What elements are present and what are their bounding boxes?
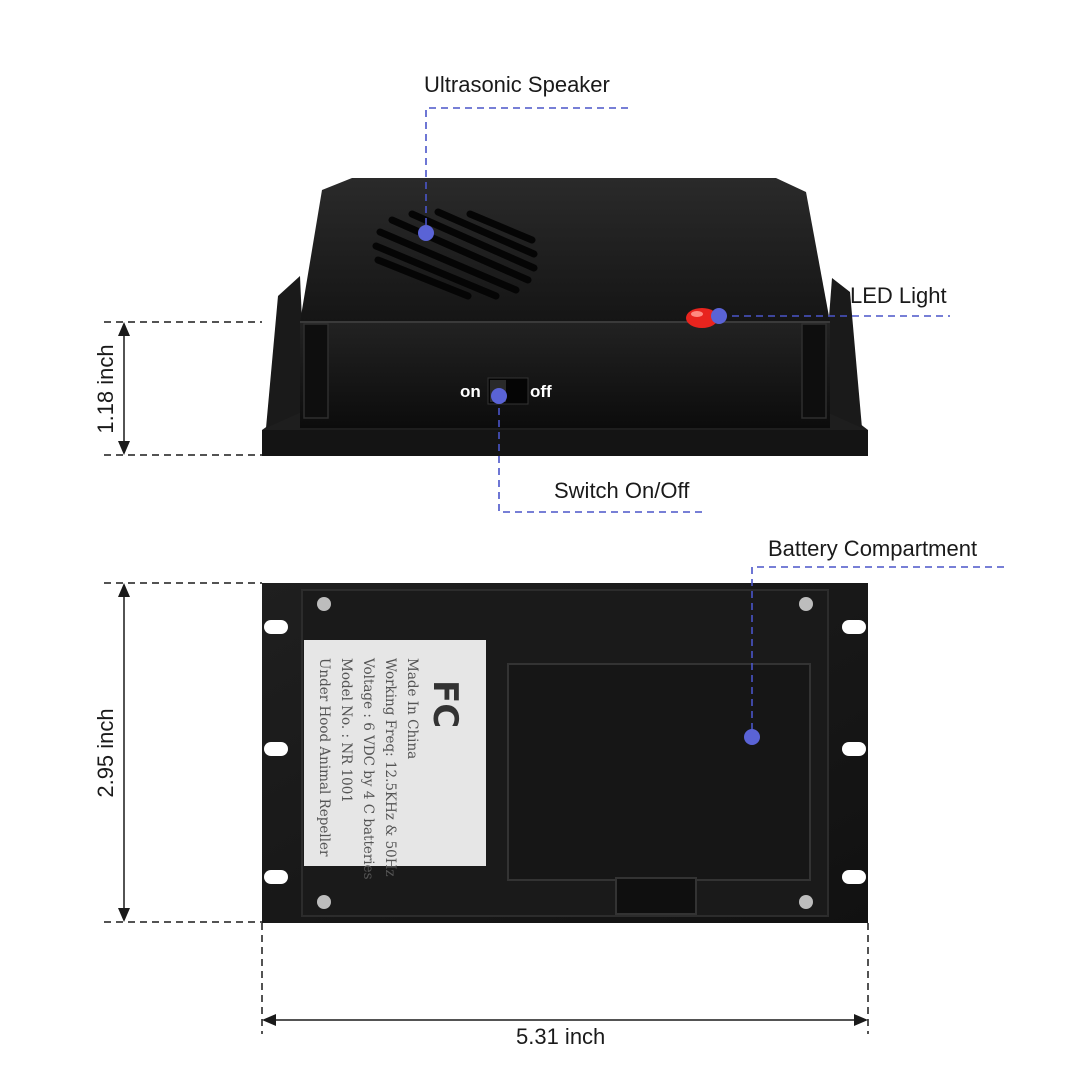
dimension-lines (104, 321, 869, 1034)
callout-led-light: LED Light (850, 283, 947, 308)
switch-off-label: off (530, 382, 552, 401)
device-top-face (300, 178, 830, 322)
label-plate (304, 640, 486, 866)
plate-line-3: Voltage : 6 VDC by 4 C batteries (360, 658, 376, 880)
plate-line-1: Under Hood Animal Repeller (316, 658, 332, 857)
device-front-view (262, 178, 868, 456)
callout-battery-compartment: Battery Compartment (768, 536, 978, 561)
dimension-height-label: 1.18 inch (93, 344, 118, 434)
callout-ultrasonic-speaker: Ultrasonic Speaker (424, 72, 610, 97)
fcc-mark: FC (425, 680, 465, 729)
mounting-slots (264, 620, 866, 884)
plate-line-5: Made In China (404, 658, 420, 760)
device-base-flange (262, 430, 868, 456)
plate-line-2: Model No. : NR 1001 (338, 658, 354, 803)
device-bottom-view (262, 583, 868, 923)
plate-line-4: Working Freq: 12.5KHz & 50Hz (382, 658, 398, 877)
dimension-width-label: 5.31 inch (516, 1024, 606, 1049)
battery-cover (507, 663, 811, 881)
dimension-depth-label: 2.95 inch (93, 708, 118, 798)
callout-dots (418, 225, 760, 745)
device-front-face (300, 322, 830, 428)
dimension-arrowheads (118, 322, 868, 1026)
callout-switch: Switch On/Off (554, 478, 690, 503)
device-left-flange (266, 276, 306, 428)
switch-on-label: on (460, 382, 481, 401)
callout-lines (425, 107, 1004, 737)
speaker-grille (372, 208, 538, 300)
